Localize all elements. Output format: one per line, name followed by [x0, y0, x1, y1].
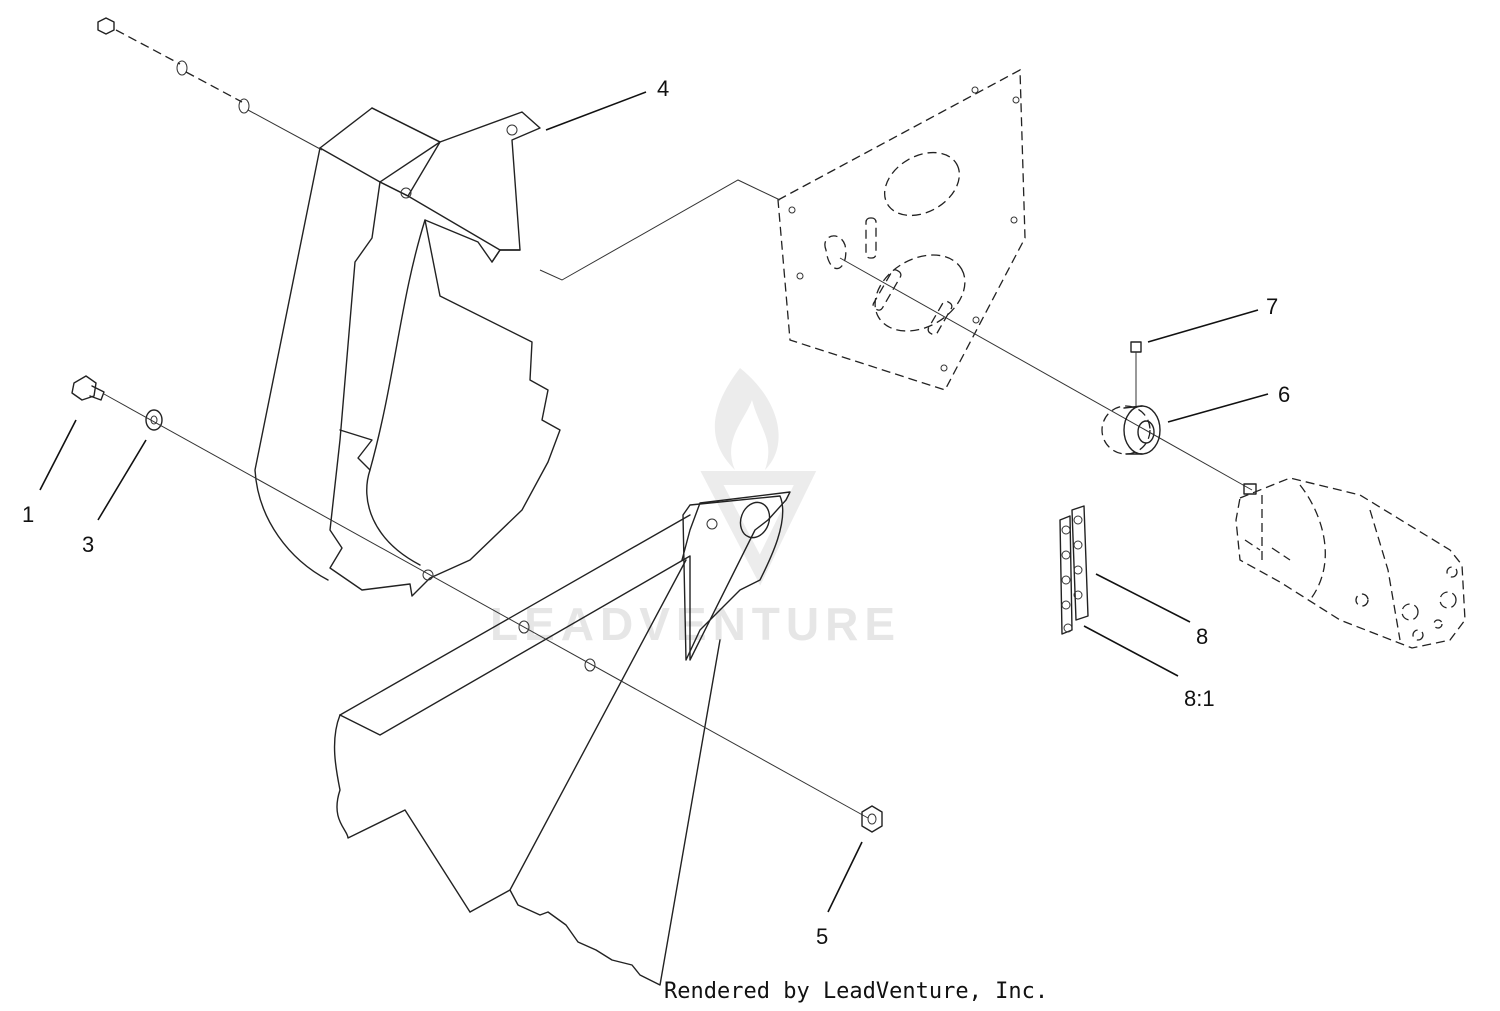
watermark-v-icon — [700, 471, 817, 586]
washer-part-3 — [145, 409, 163, 431]
chain-guard-part-4 — [254, 107, 561, 597]
plate-connector-line — [539, 179, 781, 281]
nut-part-5 — [861, 805, 883, 833]
callout-8: 8 — [1196, 624, 1208, 649]
watermark: LEADVENTURE — [490, 368, 901, 650]
callout-7: 7 — [1266, 294, 1278, 319]
frame-bracket — [333, 491, 791, 986]
leader-line-7 — [1147, 309, 1259, 343]
bolt-axis-line — [103, 393, 869, 819]
top-fasteners — [97, 17, 323, 151]
leader-line-6 — [1167, 393, 1269, 423]
chain-part-8 — [1059, 505, 1089, 635]
leader-line-3 — [97, 439, 147, 521]
callout-8-1: 8:1 — [1184, 686, 1215, 711]
watermark-text: LEADVENTURE — [490, 598, 901, 650]
leader-line-4 — [545, 91, 647, 131]
bolt-part-1 — [71, 375, 105, 401]
leader-line-5 — [827, 841, 863, 913]
leader-line-1 — [39, 419, 77, 491]
callout-5: 5 — [816, 924, 828, 949]
leader-line-8 — [1095, 573, 1191, 623]
leader-line-8-1 — [1083, 625, 1179, 677]
hydraulic-motor — [1235, 477, 1466, 649]
callout-4: 4 — [657, 76, 669, 101]
sprocket-axis-line — [839, 257, 1253, 491]
mounting-plate — [777, 68, 1026, 391]
callout-3: 3 — [82, 532, 94, 557]
render-credit: Rendered by LeadVenture, Inc. — [664, 979, 1048, 1004]
watermark-flame-icon — [714, 368, 779, 470]
set-screw-part-7 — [1130, 341, 1142, 406]
sprocket-part-6 — [1101, 405, 1161, 455]
callout-1: 1 — [22, 502, 34, 527]
callout-6: 6 — [1278, 382, 1290, 407]
